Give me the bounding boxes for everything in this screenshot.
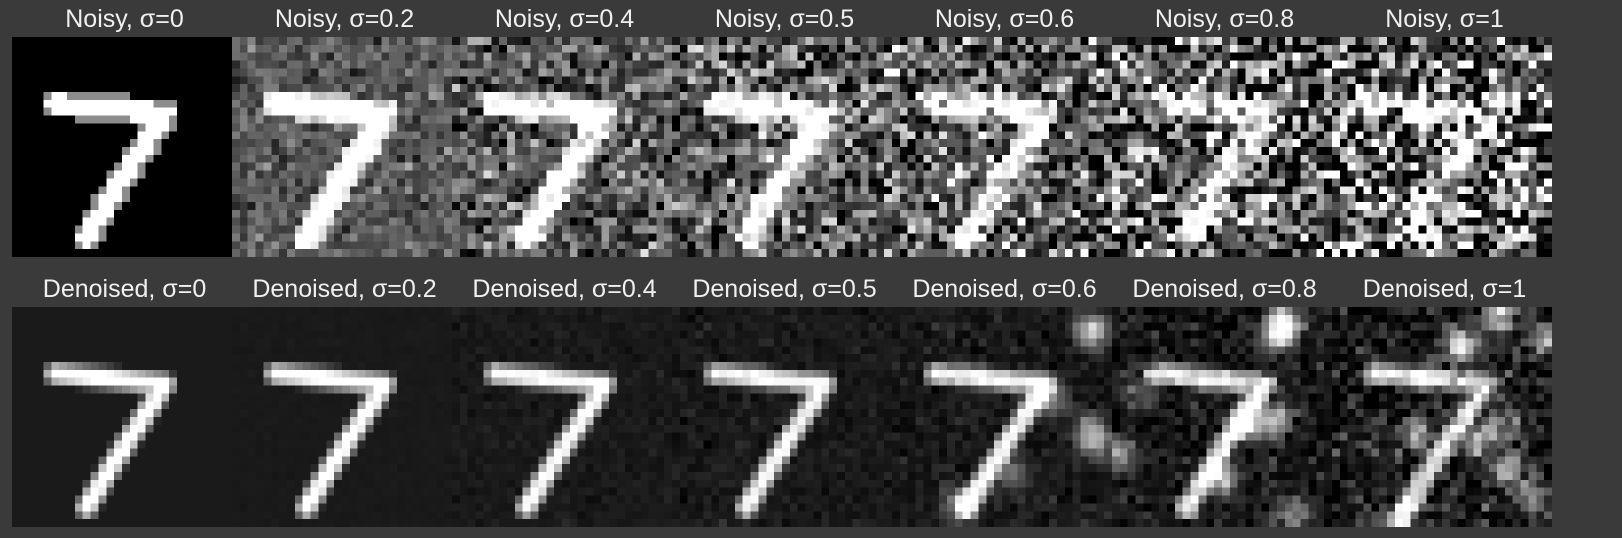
- denoised-panel: Denoised, σ=0: [12, 270, 237, 530]
- panel-title: Denoised, σ=0.4: [472, 275, 657, 303]
- digit-image: [892, 37, 1112, 257]
- panel-title: Noisy, σ=0.8: [1154, 5, 1295, 33]
- panel-title: Noisy, σ=0.4: [494, 5, 635, 33]
- panel-title: Denoised, σ=0: [42, 275, 207, 303]
- denoised-panel: Denoised, σ=0.2: [232, 270, 457, 530]
- noisy-panel: Noisy, σ=0.5: [672, 0, 897, 260]
- panel-title: Noisy, σ=0: [65, 5, 184, 33]
- panel-title: Denoised, σ=0.8: [1132, 275, 1317, 303]
- denoised-panel: Denoised, σ=0.4: [452, 270, 677, 530]
- digit-image: [232, 307, 452, 527]
- panel-title: Denoised, σ=0.2: [252, 275, 437, 303]
- digit-image: [232, 37, 452, 257]
- digit-image: [1332, 37, 1552, 257]
- digit-image: [12, 37, 232, 257]
- digit-image: [1112, 307, 1332, 527]
- panel-title: Denoised, σ=0.5: [692, 275, 877, 303]
- noisy-panel: Noisy, σ=1: [1332, 0, 1557, 260]
- denoised-panel: Denoised, σ=0.8: [1112, 270, 1337, 530]
- noisy-panel: Noisy, σ=0.8: [1112, 0, 1337, 260]
- noisy-panel: Noisy, σ=0.2: [232, 0, 457, 260]
- panel-title: Noisy, σ=1: [1385, 5, 1504, 33]
- denoised-panel: Denoised, σ=0.5: [672, 270, 897, 530]
- digit-image: [672, 307, 892, 527]
- digit-image: [892, 307, 1112, 527]
- noisy-panel: Noisy, σ=0.4: [452, 0, 677, 260]
- panel-title: Denoised, σ=0.6: [912, 275, 1097, 303]
- panel-title: Noisy, σ=0.5: [714, 5, 855, 33]
- digit-image: [1112, 37, 1332, 257]
- digit-image: [672, 37, 892, 257]
- digit-image: [452, 37, 672, 257]
- panel-title: Noisy, σ=0.6: [934, 5, 1075, 33]
- digit-image: [1332, 307, 1552, 527]
- digit-image: [452, 307, 672, 527]
- denoised-panel: Denoised, σ=0.6: [892, 270, 1117, 530]
- digit-image: [12, 307, 232, 527]
- noisy-panel: Noisy, σ=0: [12, 0, 237, 260]
- denoised-panel: Denoised, σ=1: [1332, 270, 1557, 530]
- panel-title: Denoised, σ=1: [1362, 275, 1527, 303]
- noisy-panel: Noisy, σ=0.6: [892, 0, 1117, 260]
- panel-title: Noisy, σ=0.2: [274, 5, 415, 33]
